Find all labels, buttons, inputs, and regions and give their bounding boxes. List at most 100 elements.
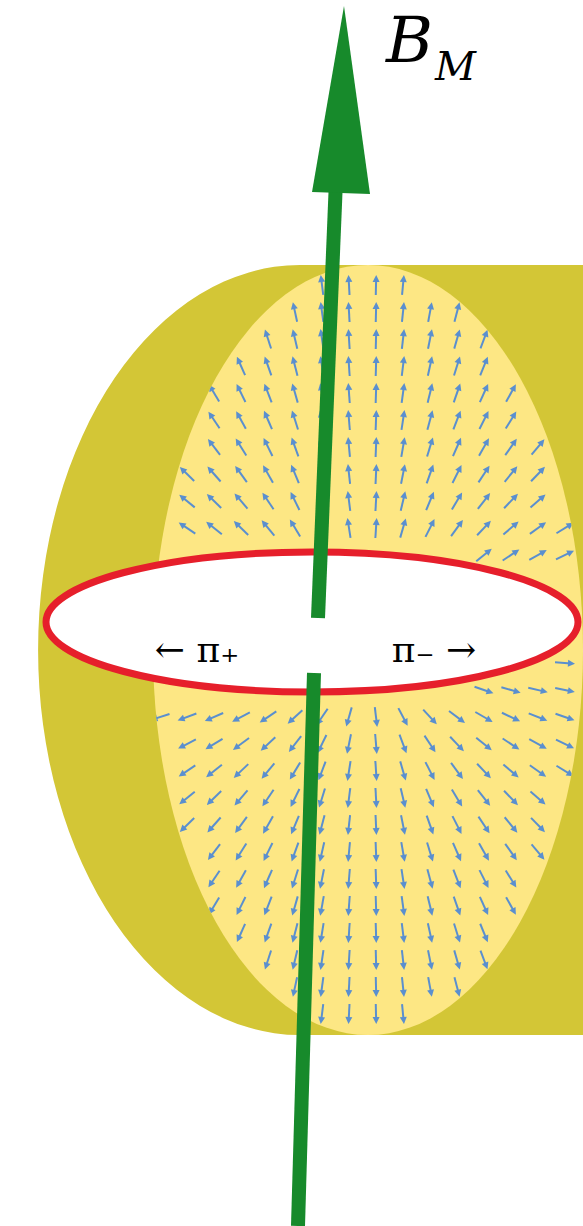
field-arrowhead <box>232 715 240 721</box>
field-arrowhead <box>318 437 325 445</box>
field-arrowhead <box>400 437 407 444</box>
field-arrowhead <box>291 908 298 916</box>
field-arrowhead <box>540 687 548 694</box>
field-arrowhead <box>566 770 574 777</box>
field-arrowhead <box>484 521 491 528</box>
field-arrowhead <box>427 935 434 943</box>
field-arrowhead <box>373 464 380 471</box>
field-arrowhead <box>291 356 298 364</box>
field-arrowhead <box>373 302 380 309</box>
field-arrowhead <box>291 799 297 807</box>
field-arrowhead <box>345 882 352 889</box>
field-arrowhead <box>401 746 408 754</box>
field-arrowhead <box>538 494 546 501</box>
field-arrowhead <box>208 852 215 860</box>
field-arrowhead <box>400 464 407 472</box>
field-arrowhead <box>234 521 241 528</box>
field-arrowhead <box>566 551 574 557</box>
field-arrowhead <box>509 384 515 392</box>
field-arrowhead <box>455 853 461 861</box>
field-arrowhead <box>400 491 407 499</box>
pion-label: π₋ → <box>392 632 476 668</box>
field-arrowhead <box>482 411 488 419</box>
field-arrowhead <box>206 770 214 777</box>
field-arrowhead <box>264 438 270 446</box>
field-arrowhead <box>318 800 325 808</box>
field-arrowhead <box>237 907 243 915</box>
field-arrowhead <box>373 1017 380 1024</box>
field-arrowhead <box>236 411 242 419</box>
field-arrowhead <box>179 495 187 502</box>
field-arrowhead <box>373 356 380 363</box>
field-arrowhead <box>429 745 436 753</box>
field-arrowhead <box>454 989 461 997</box>
field-arrowhead <box>205 715 213 721</box>
field-arrowhead <box>484 549 492 556</box>
field-arrowhead <box>235 466 242 474</box>
field-arrowhead <box>179 797 187 804</box>
field-arrowhead <box>482 357 488 365</box>
field-arrowhead <box>427 329 434 337</box>
field-arrowhead <box>373 383 380 390</box>
field-arrowhead <box>510 852 517 860</box>
field-arrowhead <box>455 881 462 889</box>
field-arrowhead <box>483 466 490 474</box>
field-arrowhead <box>427 356 434 364</box>
field-arrowhead <box>345 437 352 444</box>
field-arrowhead <box>429 717 436 725</box>
field-arrowhead <box>482 438 489 446</box>
field-arrowhead <box>318 356 325 363</box>
field-arrowhead <box>264 880 270 888</box>
field-arrowhead <box>288 716 296 723</box>
field-arrowhead <box>568 660 575 667</box>
field-arrowhead <box>318 329 325 336</box>
field-arrowhead <box>457 744 464 751</box>
field-arrowhead <box>511 798 518 805</box>
field-arrowhead <box>318 854 325 862</box>
field-arrowhead <box>260 716 268 723</box>
field-arrowhead <box>373 720 380 727</box>
field-arrowhead <box>318 519 325 527</box>
field-arrowhead <box>428 827 435 835</box>
field-arrowhead <box>456 492 463 500</box>
field-arrowhead <box>373 437 380 444</box>
field-arrowhead <box>236 439 243 447</box>
field-arrowhead <box>289 744 296 752</box>
field-arrowhead <box>566 742 574 748</box>
field-arrowhead <box>427 881 434 889</box>
field-arrowhead <box>179 770 187 777</box>
loop-ellipse <box>46 552 578 692</box>
field-arrowhead <box>428 437 435 445</box>
field-arrowhead <box>264 962 271 970</box>
arrow-head <box>312 6 370 194</box>
field-arrowhead <box>264 411 270 419</box>
field-arrowhead <box>400 854 407 861</box>
field-arrowhead <box>264 853 270 861</box>
field-arrowhead <box>428 492 434 500</box>
field-arrowhead <box>400 827 407 835</box>
field-arrowhead <box>291 465 297 473</box>
field-arrowhead <box>509 907 515 915</box>
field-arrowhead <box>318 989 325 996</box>
field-arrowhead <box>318 302 325 309</box>
field-arrowhead <box>510 880 517 888</box>
field-arrowhead <box>205 743 213 750</box>
field-arrowhead <box>373 882 380 889</box>
field-arrowhead <box>208 412 215 420</box>
field-arrowhead <box>345 909 352 916</box>
field-arrowhead <box>373 491 380 498</box>
field-arrowhead <box>290 772 297 780</box>
field-arrowhead <box>264 384 271 392</box>
field-arrowhead <box>485 715 493 722</box>
field-arrowhead <box>236 853 243 861</box>
field-arrowhead <box>537 439 544 447</box>
field-arrowhead <box>264 935 271 943</box>
field-arrowhead <box>511 770 519 777</box>
field-arrowhead <box>510 825 517 833</box>
field-arrowhead <box>455 908 462 916</box>
field-arrowhead <box>511 494 518 501</box>
field-arrowhead <box>400 410 407 417</box>
field-arrowhead <box>427 302 434 310</box>
field-arrowhead <box>318 745 324 753</box>
field-arrowhead <box>291 302 298 310</box>
